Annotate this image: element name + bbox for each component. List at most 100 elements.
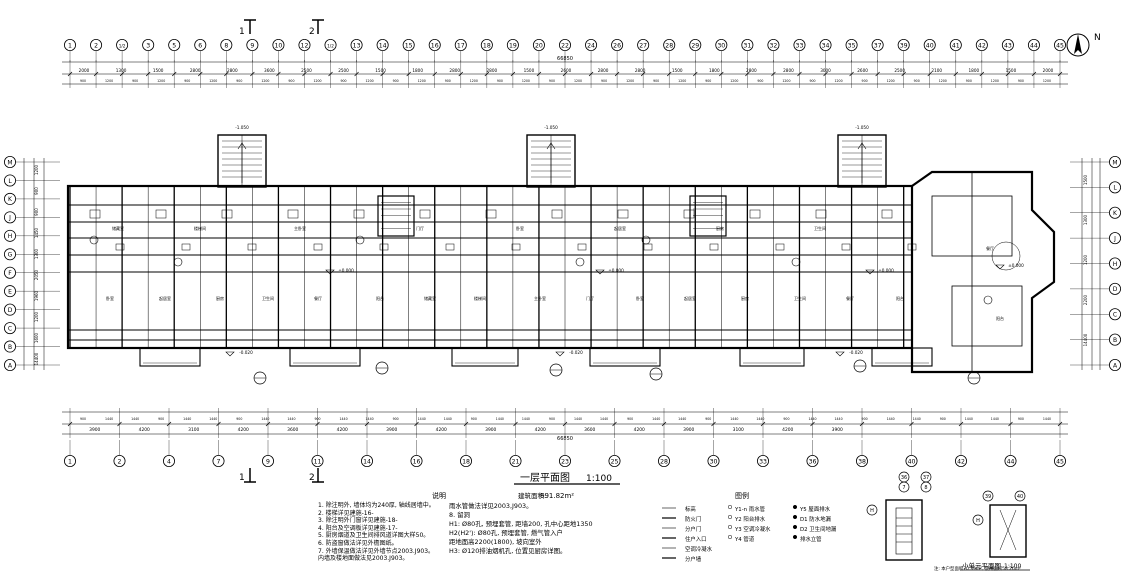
dimension-tick xyxy=(953,71,959,77)
axis-bubble-icon xyxy=(194,39,207,52)
dimension-text: 900 xyxy=(314,417,320,421)
stair-arrow-icon xyxy=(857,142,867,183)
dimension-text: 1200 xyxy=(522,79,530,83)
dimension-text: 1300 xyxy=(1083,214,1088,225)
axis-bubble-icon xyxy=(819,39,832,52)
dimension-text: 3000 xyxy=(820,68,831,73)
dimension-text: 1440 xyxy=(496,417,504,421)
elevation-label: -1.050 xyxy=(235,125,249,130)
dimension-tick xyxy=(67,421,73,427)
axis-label: 7 xyxy=(217,458,221,465)
dimension-text: 2800 xyxy=(449,68,460,73)
dimension-text: 900 xyxy=(627,417,633,421)
axis-label: D xyxy=(1113,286,1118,293)
area-value: 691.82m² xyxy=(540,492,574,500)
elevation-marker-icon xyxy=(865,269,875,275)
room-label: 餐厅 xyxy=(846,295,854,301)
fixture-icon xyxy=(379,243,389,251)
dimension-tick xyxy=(276,71,281,77)
room-label: 门厅 xyxy=(416,225,424,231)
axis-label: G xyxy=(8,252,13,259)
axis-bubble-icon xyxy=(459,454,472,467)
room-label: 卫生间 xyxy=(794,295,806,301)
axis-label: 14 xyxy=(363,458,371,465)
axis-label: A xyxy=(8,362,13,369)
axis-bubble-icon xyxy=(220,39,233,52)
axis-bubble-icon xyxy=(793,39,806,52)
dimension-text: 1440 xyxy=(339,417,347,421)
dimension-tick xyxy=(224,71,229,77)
dimension-text: 2500 xyxy=(301,68,312,73)
axis-bubble-icon xyxy=(480,39,493,52)
axis-bubble-icon xyxy=(509,454,522,467)
dimension-text: 4200 xyxy=(238,427,249,433)
dimension-text: 4200 xyxy=(782,427,793,433)
dimension-text: 1300 xyxy=(116,68,127,73)
dimension-tick xyxy=(1057,421,1063,427)
fixture-icon xyxy=(881,209,893,219)
fixture-icon xyxy=(173,257,183,267)
fixture-icon xyxy=(749,209,761,219)
axis-label: 32 xyxy=(769,42,777,49)
area-label: 建筑面积: xyxy=(518,491,546,500)
dimension-tick xyxy=(93,71,99,77)
section-mark-label: 2 xyxy=(309,27,315,37)
fixture-icon xyxy=(485,209,497,219)
dimension-tick xyxy=(1031,71,1037,77)
axis-label: 12 xyxy=(301,42,309,49)
axis-bubble-icon xyxy=(360,454,373,467)
dimension-tick xyxy=(145,71,151,77)
axis-bubble-icon xyxy=(4,211,16,224)
dimension-tick xyxy=(909,421,914,427)
axis-label: 2 xyxy=(118,458,122,465)
axis-bubble-icon xyxy=(402,39,415,52)
axis-bubble-icon xyxy=(949,39,962,52)
dimension-tick xyxy=(901,71,906,77)
dimension-text: 3600 xyxy=(287,427,298,433)
legend-dot-icon xyxy=(727,534,733,540)
axis-bubble-icon xyxy=(4,266,16,279)
axis-label: 34 xyxy=(822,42,830,49)
dimension-tick xyxy=(562,71,568,77)
room-label: 卧室 xyxy=(106,295,114,301)
dimension-tick xyxy=(797,71,802,77)
room-label: 卧室 xyxy=(516,225,524,231)
axis-bubble-icon xyxy=(1109,358,1122,371)
note-line: 6. 防盗窗做法详见外檐图纸。 xyxy=(318,539,398,547)
dimension-tick xyxy=(364,421,370,427)
dimension-text: 3900 xyxy=(89,427,100,433)
legend-dot-icon xyxy=(792,504,798,510)
axis-bubble-icon xyxy=(1109,333,1122,346)
dimension-text: 2800 xyxy=(746,68,757,73)
fixture-icon xyxy=(287,209,299,219)
balcony xyxy=(589,347,661,367)
balcony xyxy=(289,347,361,367)
fixture-icon xyxy=(419,209,431,219)
axis-bubble-icon xyxy=(350,39,363,52)
dimension-text: 1200 xyxy=(261,79,269,83)
axis-label: B xyxy=(8,344,12,351)
elevation-marker-icon xyxy=(595,269,605,275)
room-label: 主卧室 xyxy=(294,225,306,231)
axis-bubble-icon xyxy=(376,39,389,52)
dimension-text: 900 xyxy=(549,417,555,421)
room-label: 楼梯间 xyxy=(474,295,486,301)
axis-label: 7 xyxy=(902,485,905,491)
drawing-scale: 1:100 xyxy=(586,474,612,484)
dimension-tick xyxy=(771,71,776,77)
axis-label: E xyxy=(8,288,12,295)
axis-label: 20 xyxy=(535,42,543,49)
door-swing-icon xyxy=(991,241,1021,271)
axis-label: 45 xyxy=(1056,42,1064,49)
axis-label: 8 xyxy=(924,485,927,491)
dimension-tick xyxy=(979,71,985,77)
axis-bubble-icon xyxy=(741,39,754,52)
dimension-text: 1440 xyxy=(105,417,113,421)
note-line: 5. 厨房烟道及卫生间排风道详图大样50。 xyxy=(318,532,430,540)
axis-bubble-icon xyxy=(1109,308,1122,321)
axis-label: 1 xyxy=(68,42,72,49)
axis-bubble-icon xyxy=(142,39,155,52)
dimension-text: 3900 xyxy=(485,427,496,433)
elevation-label: ±0.000 xyxy=(338,268,354,273)
section-mark-label: 2 xyxy=(309,473,315,483)
